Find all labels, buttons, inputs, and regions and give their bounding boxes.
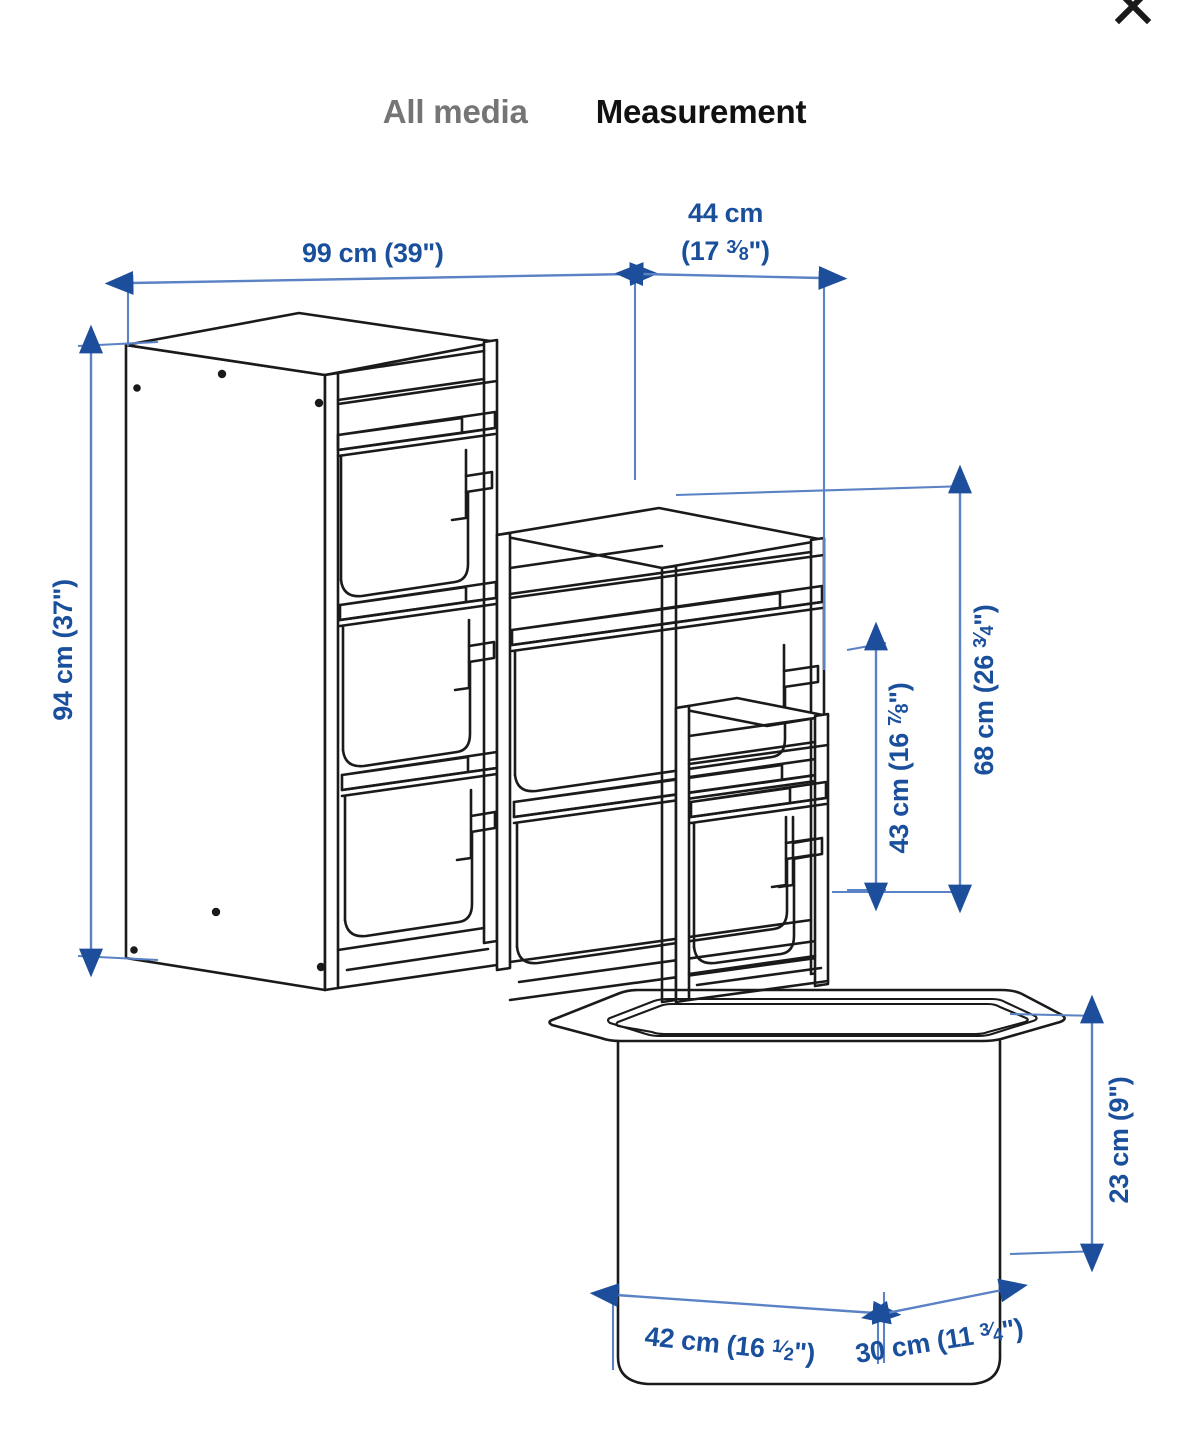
- dimension-height-94cm: 94 cm (37"): [48, 324, 159, 978]
- dimension-label-42cm: 42 cm (16 1⁄2"): [643, 1321, 816, 1369]
- loose-bin-drawing: [548, 988, 1066, 1386]
- dimension-depth-44cm: 44 cm (17 3⁄8"): [614, 198, 848, 670]
- dimension-height-68cm: 68 cm (26 3⁄4"): [675, 464, 999, 914]
- dimension-label-68cm: 68 cm (26 3⁄4"): [969, 605, 999, 776]
- unit-bin-left-bottom: [343, 788, 497, 938]
- dimension-label-44cm-cm: 44 cm: [688, 198, 763, 228]
- unit-left-side-panel: [124, 311, 499, 992]
- unit-shelf-left-low: [340, 750, 499, 798]
- close-icon[interactable]: [1105, 0, 1161, 34]
- unit-bin-left-mid: [341, 618, 496, 768]
- unit-shelf-right: [689, 780, 828, 825]
- dimension-label-43cm: 43 cm (16 7⁄8"): [884, 683, 914, 854]
- measurement-diagram: 99 cm (39") 44 cm (17 3⁄8") 94 cm (37"): [0, 150, 1189, 1440]
- tab-bar: All media Measurement: [0, 92, 1189, 144]
- unit-shelf-mid-low: [512, 756, 825, 825]
- unit-bin-right: [692, 815, 824, 965]
- tab-all-media[interactable]: All media: [382, 93, 528, 130]
- dimension-label-94cm: 94 cm (37"): [48, 579, 78, 721]
- dimension-label-44cm-in: (17 3⁄8"): [681, 236, 770, 266]
- dimension-label-99cm: 99 cm (39"): [302, 238, 444, 268]
- unit-shelf-mid-top: [510, 584, 824, 653]
- dimension-label-23cm: 23 cm (9"): [1104, 1077, 1134, 1204]
- dimension-width-99cm: 99 cm (39"): [104, 238, 659, 480]
- dimension-height-43cm: 43 cm (16 7⁄8"): [846, 621, 914, 912]
- tab-measurement[interactable]: Measurement: [595, 93, 807, 130]
- unit-shelf-left-mid: [338, 580, 498, 628]
- dimension-bin-height-23cm: 23 cm (9"): [1009, 994, 1134, 1273]
- unit-bin-left-top: [336, 410, 497, 598]
- storage-unit-drawing: [124, 311, 830, 1004]
- dimension-bin-width-42cm: 42 cm (16 1⁄2"): [589, 1283, 902, 1370]
